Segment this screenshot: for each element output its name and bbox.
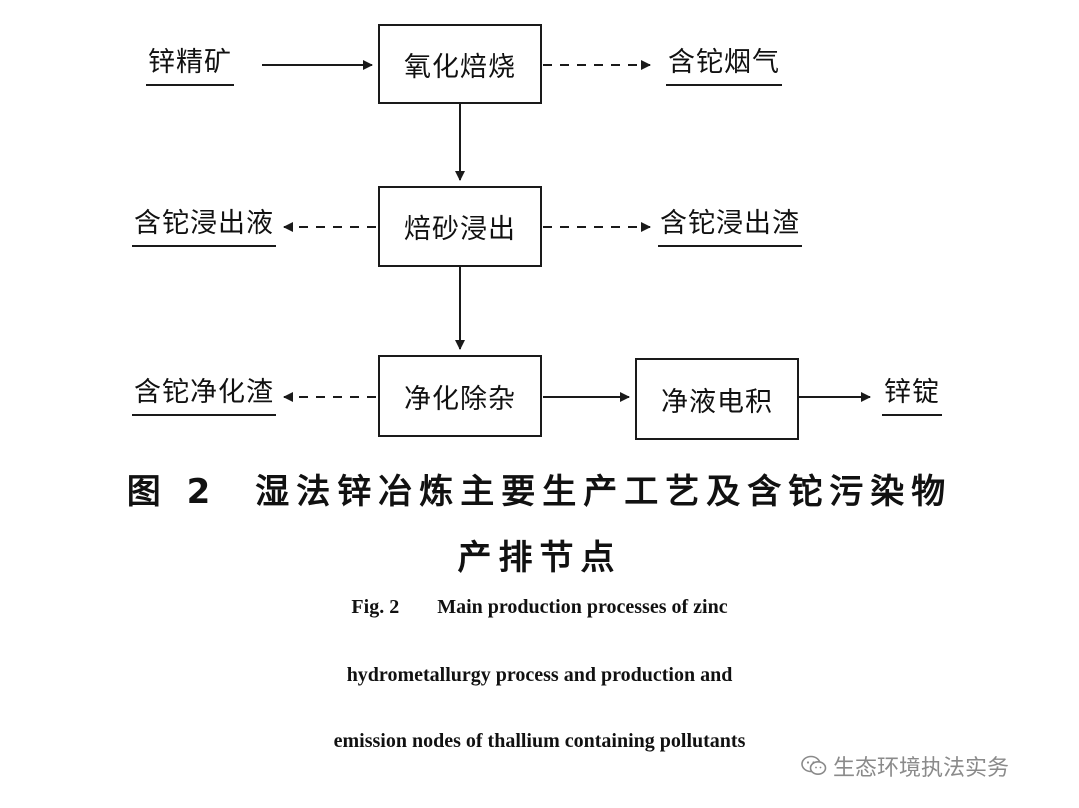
watermark: 生态环境执法实务 — [795, 748, 1016, 784]
node-purification: 净化除杂 — [378, 355, 542, 437]
caption-en-title: Main production processes of zinc — [437, 596, 728, 618]
node-electrowinning: 净液电积 — [635, 358, 799, 440]
label-zinc-concentrate: 锌精矿 — [146, 46, 234, 86]
caption-cn-title: 湿法锌冶炼主要生产工艺及含铊污染物 — [255, 472, 953, 512]
watermark-text: 生态环境执法实务 — [833, 756, 1010, 781]
caption-en-fig: Fig. 2 — [351, 596, 400, 618]
caption-en-line3: emission nodes of thallium containing po… — [333, 730, 746, 752]
label-tl-leach-residue: 含铊浸出渣 — [658, 207, 802, 247]
node-calcine-leaching: 焙砂浸出 — [378, 186, 542, 267]
caption-cn-fig: 图 2 — [126, 472, 218, 512]
node-oxidation-roasting: 氧化焙烧 — [378, 24, 542, 104]
label-zinc-ingot: 锌锭 — [882, 376, 942, 416]
label-tl-flue-gas: 含铊烟气 — [666, 46, 782, 86]
process-flow-diagram — [262, 60, 871, 402]
caption-cn-line2: 产排节点 — [457, 538, 622, 578]
caption-cn-line1: 图 2 湿法锌冶炼主要生产工艺及含铊污染物 — [0, 464, 1079, 513]
wechat-icon — [801, 755, 827, 775]
label-tl-purification-residue: 含铊净化渣 — [132, 376, 276, 416]
label-tl-leachate: 含铊浸出液 — [132, 207, 276, 247]
caption-en-line2: hydrometallurgy process and production a… — [346, 664, 733, 686]
caption-en-line1: Fig. 2 Main production processes of zinc — [0, 596, 1079, 619]
